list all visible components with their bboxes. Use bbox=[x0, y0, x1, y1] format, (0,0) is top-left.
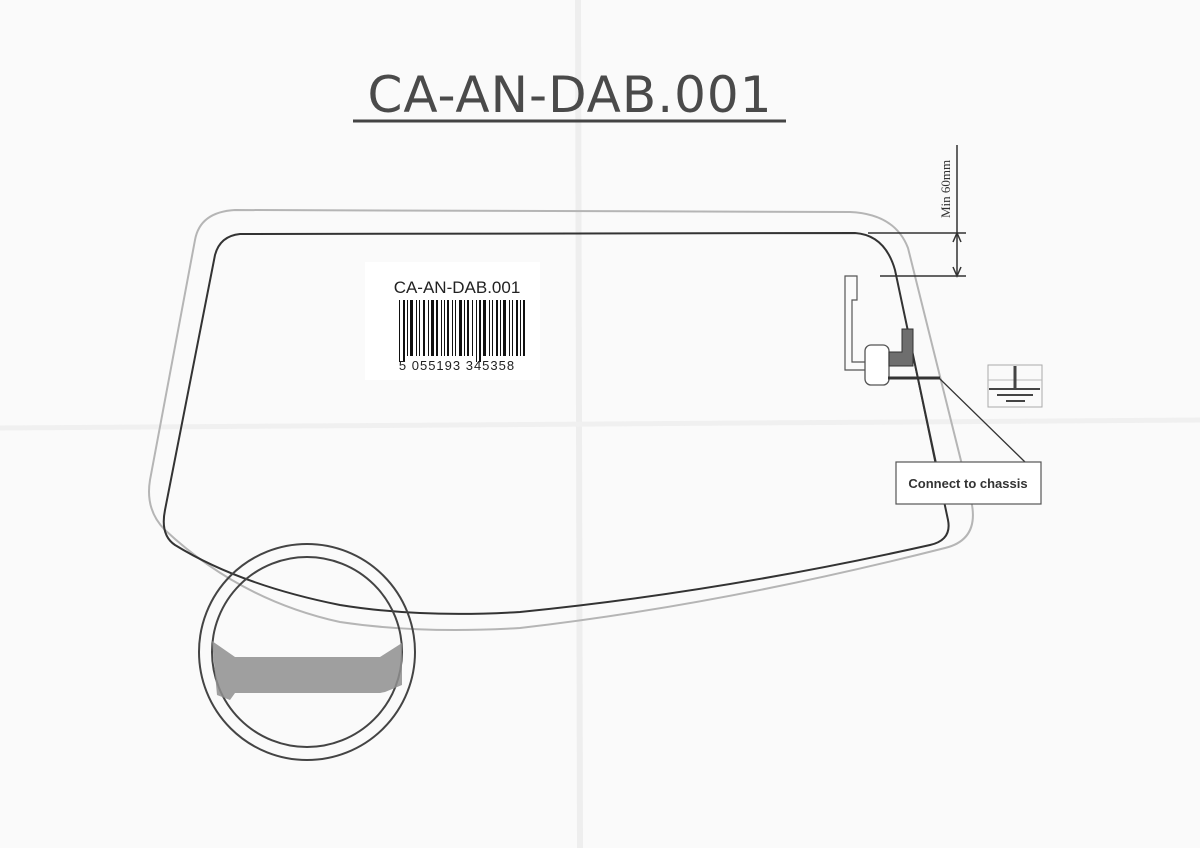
antenna-connector bbox=[864, 344, 890, 386]
barcode-bar bbox=[455, 300, 456, 356]
antenna-element bbox=[844, 275, 867, 371]
barcode-bar bbox=[428, 300, 429, 356]
barcode-bar bbox=[419, 300, 420, 356]
dimension-text: Min 60mm bbox=[938, 160, 953, 218]
barcode-bar bbox=[423, 300, 425, 356]
barcode-bar bbox=[410, 300, 413, 356]
barcode-bar bbox=[459, 300, 462, 356]
barcode-bar bbox=[523, 300, 525, 356]
barcode-bar bbox=[500, 300, 501, 356]
glass-cross-section bbox=[212, 641, 402, 700]
callout-box bbox=[895, 461, 1042, 505]
barcode-bar bbox=[447, 300, 449, 356]
windscreen-outer-outline bbox=[148, 208, 974, 631]
page-title: CA-AN-DAB.001 bbox=[367, 66, 772, 124]
barcode-bar bbox=[479, 300, 481, 362]
barcode-bar bbox=[407, 300, 408, 356]
barcode-bar bbox=[403, 300, 405, 362]
barcode-bar bbox=[436, 300, 438, 356]
arrowhead-icon bbox=[952, 231, 962, 278]
barcode-bar bbox=[516, 300, 518, 356]
barcode-bar bbox=[464, 300, 465, 356]
barcode-bar bbox=[441, 300, 442, 356]
barcode-bar bbox=[503, 300, 506, 356]
barcode-bar bbox=[467, 300, 469, 356]
barcode bbox=[399, 300, 525, 362]
barcode-bar bbox=[452, 300, 453, 356]
ground-symbol-icon bbox=[987, 364, 1043, 408]
barcode-bar bbox=[416, 300, 417, 356]
barcode-bar bbox=[492, 300, 493, 356]
barcode-bar bbox=[496, 300, 498, 356]
fold-line bbox=[0, 417, 1200, 431]
barcode-bar bbox=[509, 300, 510, 356]
mounting-bracket bbox=[888, 328, 914, 367]
barcode-bar bbox=[472, 300, 473, 356]
callout-text: Connect to chassis bbox=[908, 476, 1027, 491]
windscreen-inner-line bbox=[162, 231, 950, 615]
barcode-bar bbox=[512, 300, 513, 356]
barcode-bar bbox=[444, 300, 445, 356]
callout-leader bbox=[938, 377, 1026, 463]
barcode-bar bbox=[483, 300, 486, 356]
callout-leader bbox=[913, 360, 936, 463]
detail-circle-inner bbox=[211, 556, 403, 748]
barcode-bar bbox=[520, 300, 521, 356]
barcode-bar bbox=[489, 300, 490, 356]
detail-circle-outer bbox=[198, 543, 416, 761]
product-code-text: CA-AN-DAB.001 bbox=[394, 278, 521, 297]
barcode-bar bbox=[399, 300, 400, 362]
barcode-bar bbox=[476, 300, 477, 362]
barcode-bar bbox=[431, 300, 434, 356]
barcode-number: 5 055193 345358 bbox=[399, 358, 515, 373]
